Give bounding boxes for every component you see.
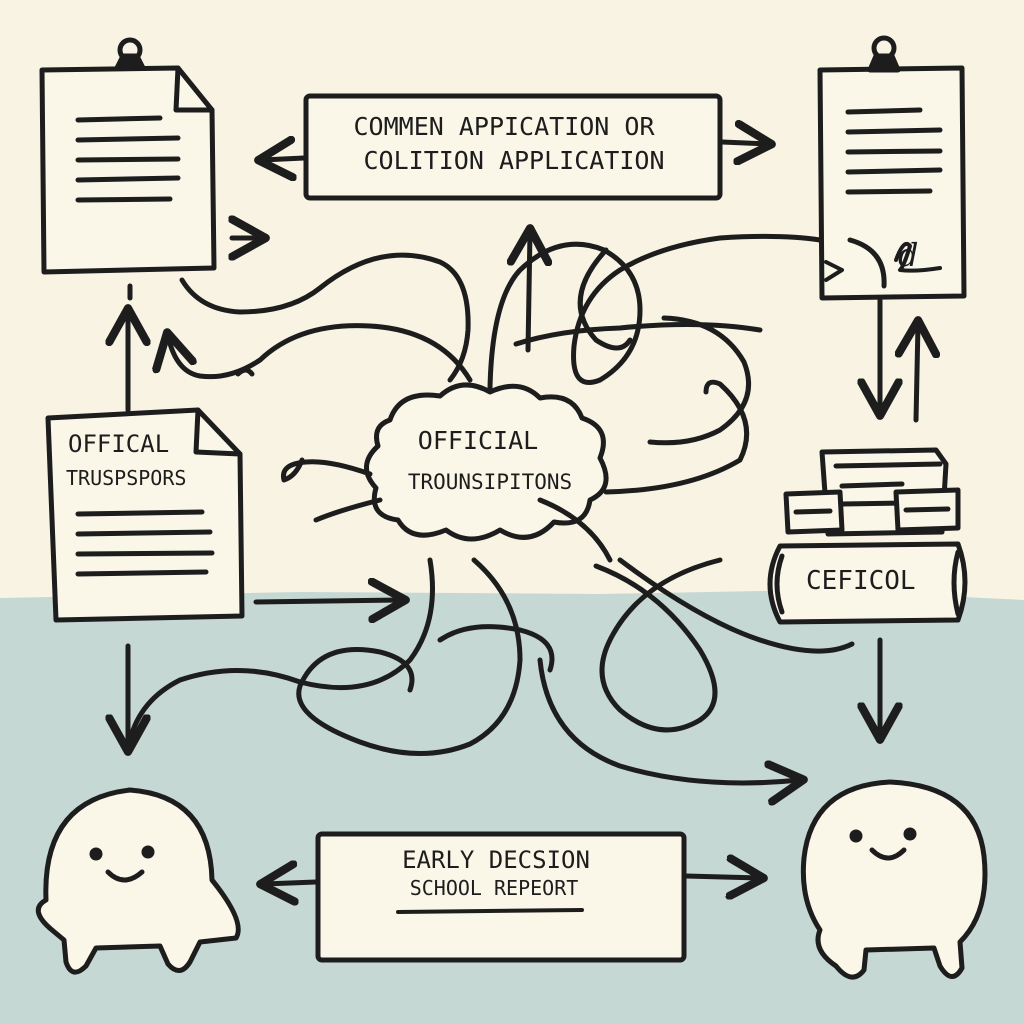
squiggle-bottom-loop [296, 557, 523, 757]
squiggle-left-loop [179, 252, 471, 383]
book-icon [767, 541, 968, 625]
background-bottom [0, 590, 1024, 1024]
squiggle-bottom-cross [537, 657, 800, 783]
squiggle-right-hook [603, 379, 750, 495]
squiggle-left-return [168, 323, 473, 383]
cloud-line1: OFFICIAL [417, 426, 539, 455]
top-right-document-icon [817, 35, 967, 301]
arrow-bottom-box-right [683, 876, 760, 878]
squiggle-bottom-wave [437, 624, 555, 673]
bottom-box-line1: EARLY DECSION [402, 846, 590, 874]
top-box-line1: COMMEN APPICATION OR [353, 112, 655, 141]
cloud-line2: TROUNSIPITONS [407, 470, 573, 494]
squiggle-center-right [537, 497, 613, 563]
squiggle-right-curl [847, 237, 887, 289]
arrow-center-up [528, 232, 530, 353]
squiggle-left-cloud [280, 457, 373, 483]
left-transcript-document-icon [45, 407, 245, 623]
top-application-box [303, 93, 723, 201]
bottom-box-line2: SCHOOL REPEORT [409, 876, 579, 900]
arrow-bottom-box-left [264, 882, 319, 884]
squiggle-ring [577, 247, 633, 351]
squiggle-left-under [313, 497, 383, 523]
top-box-line2: COLITION APPLICATION [363, 146, 665, 175]
left-smiling-character-icon [35, 787, 241, 975]
squiggle-book-loop [617, 557, 855, 654]
squiggle-loop-line [513, 321, 763, 347]
squiggle-right-cross [593, 557, 723, 733]
box-stack-icon [783, 447, 961, 537]
bottom-box-underline [396, 908, 584, 914]
left-doc-line1: OFFICAL [68, 430, 170, 458]
right-doc-mark: d [898, 236, 919, 274]
top-left-document-icon [39, 37, 217, 275]
arrow-stack-up [916, 324, 918, 423]
arrow-transcript-to-center [253, 600, 402, 602]
arrow-top-box-to-right-doc [719, 142, 768, 144]
squiggle-curl [235, 367, 255, 377]
squiggle-right-wave [647, 315, 752, 446]
book-label: CEFICOL [806, 566, 916, 596]
connectors [128, 142, 918, 884]
squiggle-center-top-loop [487, 233, 823, 391]
left-doc-line2: TRUSPSPORS [66, 466, 187, 490]
bottom-decision-box [315, 831, 687, 963]
right-smiling-character-icon [800, 779, 988, 980]
arrow-top-box-to-left-doc [262, 158, 307, 160]
